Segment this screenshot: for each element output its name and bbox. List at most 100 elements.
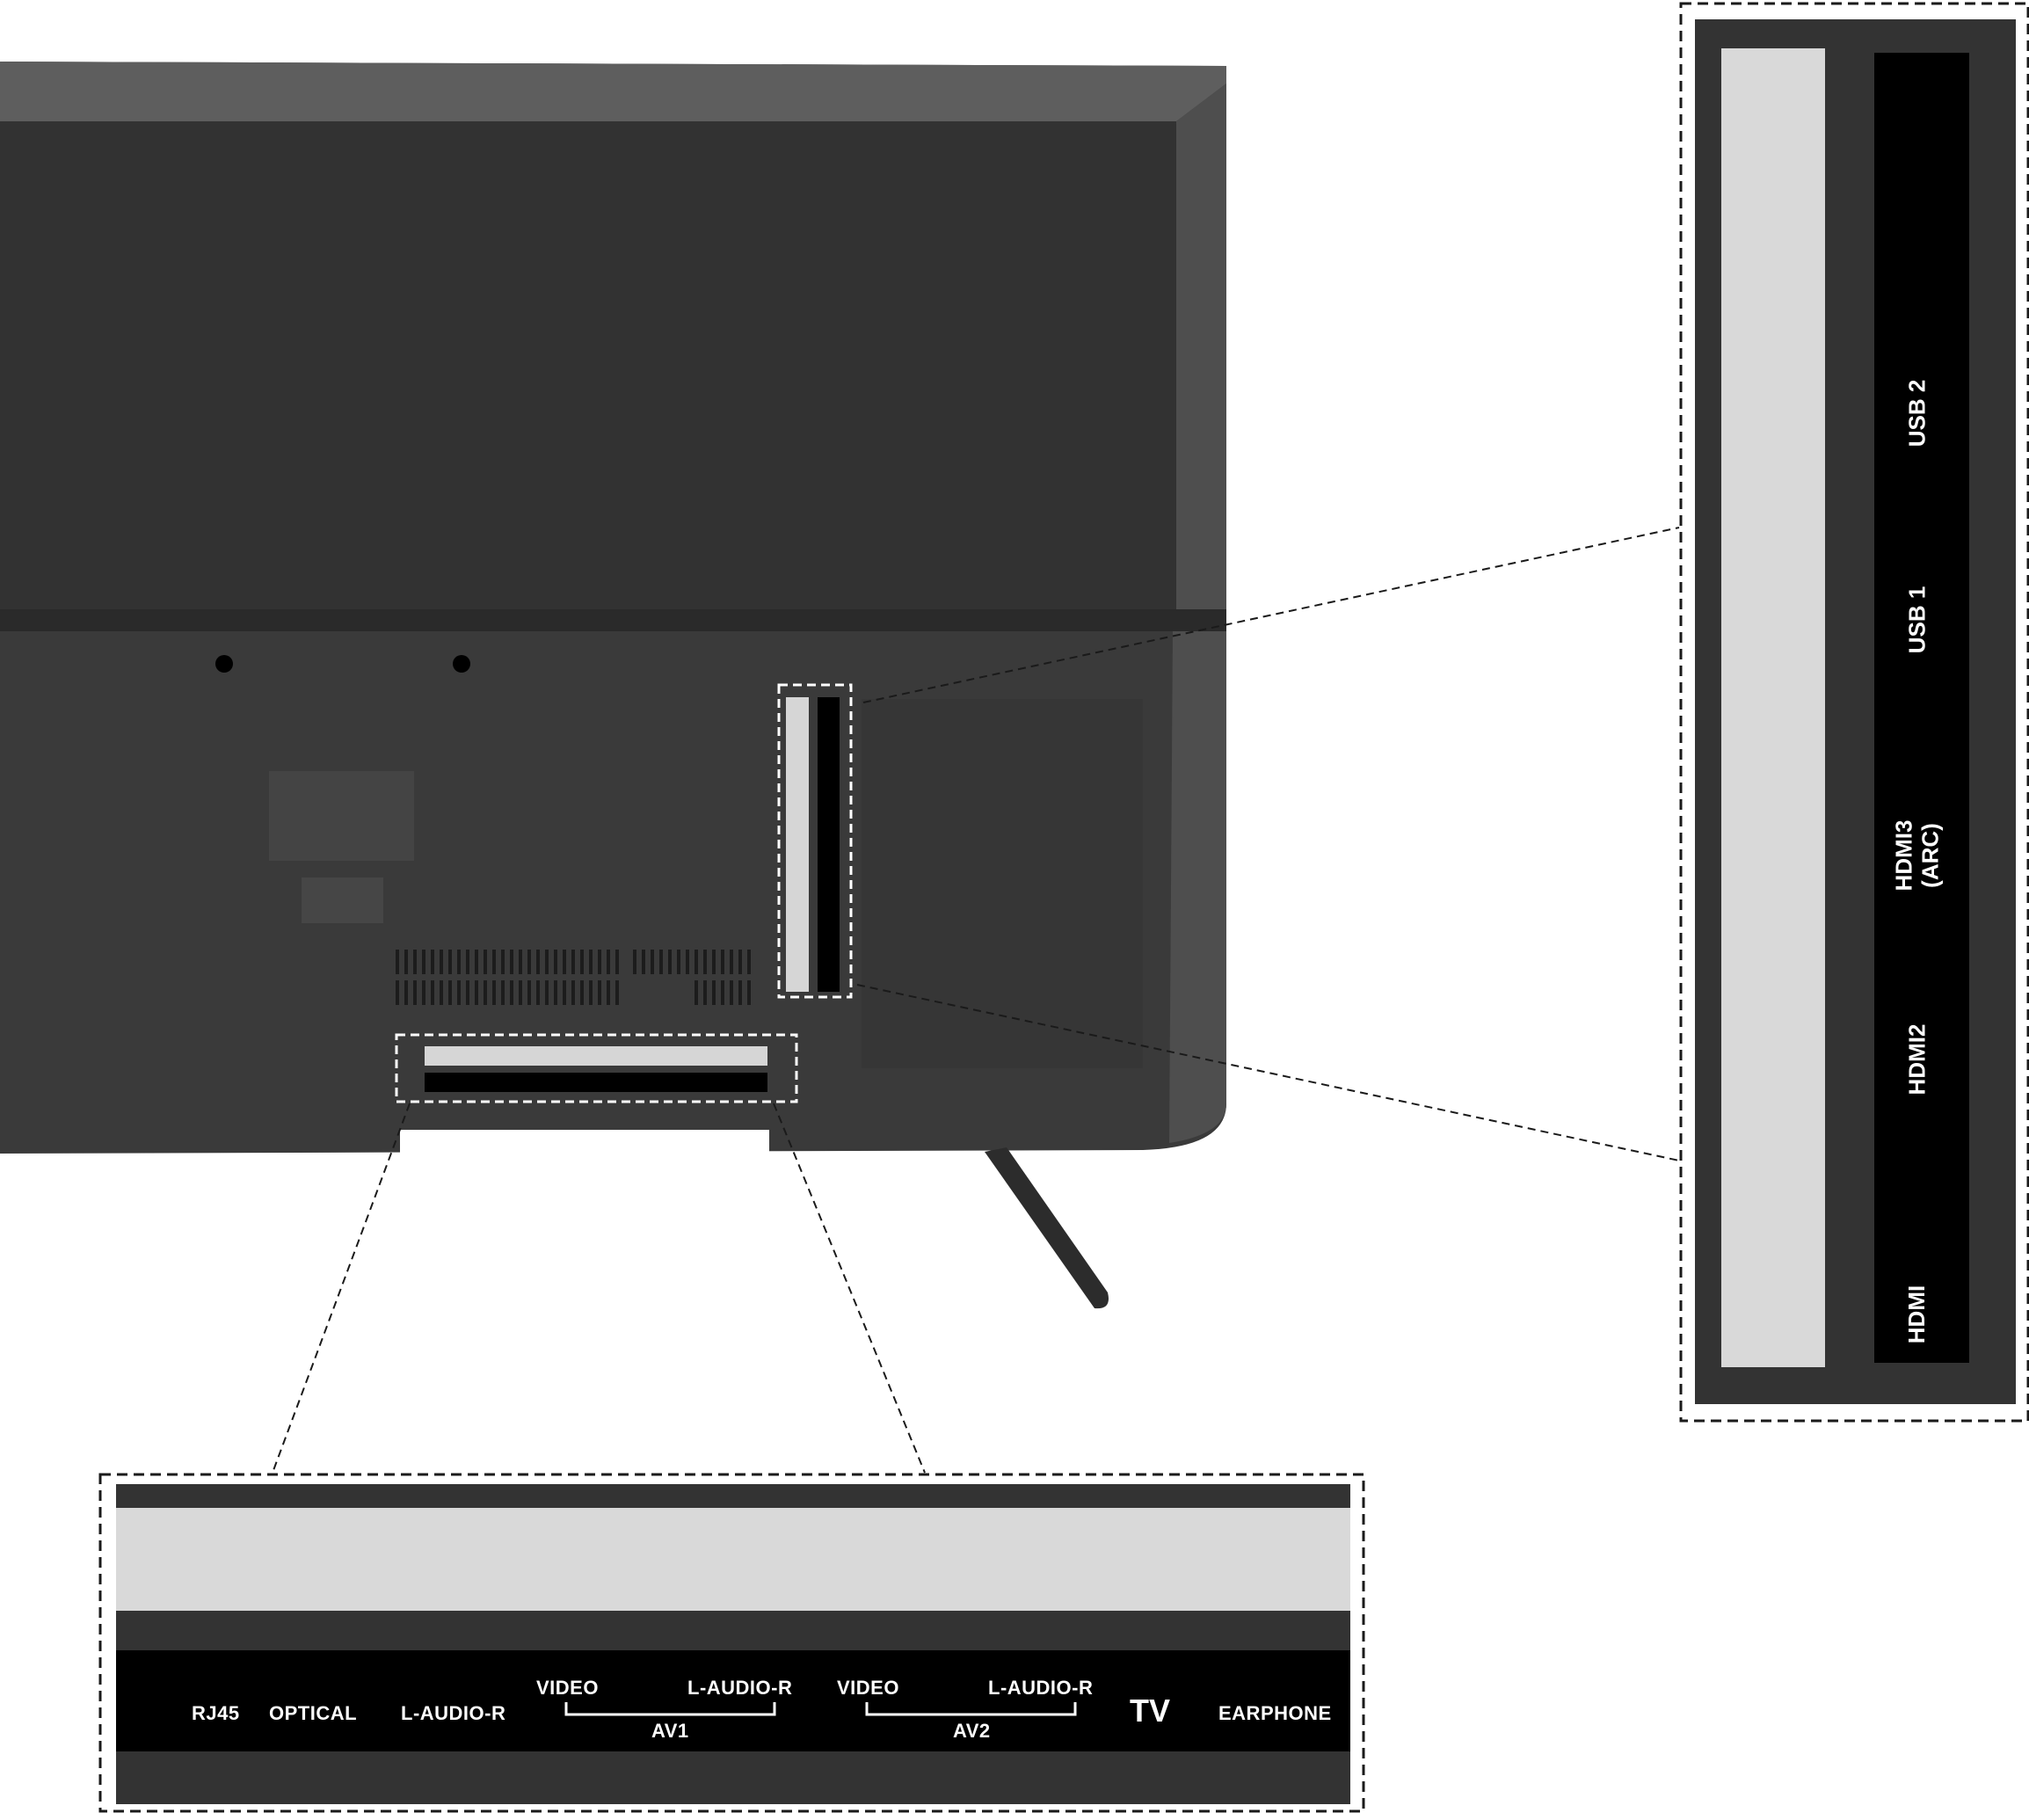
vent-slot	[703, 950, 707, 974]
bottom-panel-black	[116, 1650, 1350, 1751]
vent-slot	[598, 950, 601, 974]
vent-slot	[440, 950, 443, 974]
vent-slot	[519, 950, 522, 974]
vent-slot	[651, 950, 654, 974]
label-plate	[302, 877, 383, 923]
port-label-av1-video: VIDEO	[536, 1677, 599, 1699]
vent-slot	[747, 950, 751, 974]
vent-slot	[404, 950, 408, 974]
tv-stand-leg	[985, 1147, 1109, 1309]
vent-slot	[413, 980, 417, 1005]
vent-slot	[615, 950, 619, 974]
vent-slot	[501, 980, 505, 1005]
port-label-optical: OPTICAL	[269, 1702, 358, 1724]
tv-seam	[0, 609, 1226, 631]
bottom-callout-box	[395, 1033, 798, 1103]
vent-slot	[510, 950, 513, 974]
bottom-cutout	[400, 1130, 769, 1156]
vent-slot	[721, 950, 724, 974]
vent-slot	[589, 950, 593, 974]
port-label-earphone: EARPHONE	[1218, 1702, 1332, 1724]
bottom-strip-light	[425, 1046, 767, 1066]
vent-slot	[448, 950, 452, 974]
port-label-av2-video: VIDEO	[837, 1677, 899, 1699]
vent-slot	[633, 950, 636, 974]
vent-slot	[396, 950, 399, 974]
label-plate	[269, 771, 414, 861]
side-port-label-hdmi: HDMI	[1903, 1285, 1930, 1344]
port-label-rj45: RJ45	[192, 1702, 240, 1724]
vent-slot	[536, 950, 540, 974]
vent-slot	[519, 980, 522, 1005]
vent-slot	[563, 980, 566, 1005]
vent-slot	[738, 950, 742, 974]
side-strip-black	[818, 697, 840, 992]
vent-slot	[422, 980, 425, 1005]
vent-slot	[659, 950, 663, 974]
group-label-av1: AV1	[651, 1720, 689, 1742]
group-label-av2: AV2	[953, 1720, 991, 1742]
vent-slot	[431, 950, 434, 974]
vent-slot	[607, 980, 610, 1005]
vent-slot	[747, 980, 751, 1005]
side-callout-box	[777, 683, 853, 999]
vent-slot	[695, 980, 698, 1005]
port-label-tv: TV	[1130, 1693, 1171, 1729]
vent-slot	[492, 980, 496, 1005]
vent-slot	[422, 950, 425, 974]
tv-top-bevel	[0, 62, 1226, 121]
vent-slot	[580, 980, 584, 1005]
av1-bracket	[564, 1702, 776, 1716]
vent-slot	[730, 950, 733, 974]
vent-slot	[580, 950, 584, 974]
vent-slot	[703, 980, 707, 1005]
vent-slot	[475, 950, 478, 974]
leader-lines	[272, 527, 1680, 1474]
vent-slot	[668, 950, 672, 974]
vent-slot	[536, 980, 540, 1005]
bottom-strip-black	[425, 1073, 767, 1092]
side-port-label-usb1: USB 1	[1902, 586, 1930, 654]
vent-slot	[738, 980, 742, 1005]
vent-slot	[457, 950, 461, 974]
side-panel-light	[1721, 48, 1825, 1367]
vent-slot	[686, 950, 689, 974]
vent-slot	[396, 980, 399, 1005]
vent-slot	[545, 950, 549, 974]
vent-slot	[607, 950, 610, 974]
vent-slot	[448, 980, 452, 1005]
tv-lower-recess	[862, 699, 1143, 1068]
vent-slot	[695, 950, 698, 974]
vent-slot	[615, 980, 619, 1005]
side-callout-frame	[1679, 2, 2029, 1423]
bottom-panel-light	[116, 1508, 1350, 1611]
vent-slot	[712, 980, 716, 1005]
vent-slot	[431, 980, 434, 1005]
vent-slot	[554, 950, 557, 974]
vent-slot	[527, 950, 531, 974]
av2-bracket	[865, 1702, 1077, 1716]
vent-slot	[571, 980, 575, 1005]
side-port-label-hdmi2: HDMI2	[1903, 1023, 1930, 1096]
vent-slot	[589, 980, 593, 1005]
tv-upper-panel	[0, 121, 1176, 609]
mount-hole	[453, 655, 470, 673]
vent-slot	[545, 980, 549, 1005]
vent-slot	[527, 980, 531, 1005]
vent-slot	[413, 950, 417, 974]
vent-slot	[730, 980, 733, 1005]
vent-slot	[466, 950, 469, 974]
vent-slot	[457, 980, 461, 1005]
vent-slot	[484, 980, 487, 1005]
vent-slot	[563, 950, 566, 974]
vent-slot	[466, 980, 469, 1005]
side-strip-light	[786, 697, 809, 992]
vent-slot	[571, 950, 575, 974]
vent-slot	[404, 980, 408, 1005]
av-brackets	[564, 1702, 1077, 1716]
side-port-label-hdmi3-arc: HDMI3 (ARC)	[1890, 819, 1943, 891]
vent-slot	[721, 980, 724, 1005]
vent-slot	[510, 980, 513, 1005]
side-port-label-usb2: USB 2	[1902, 379, 1930, 448]
